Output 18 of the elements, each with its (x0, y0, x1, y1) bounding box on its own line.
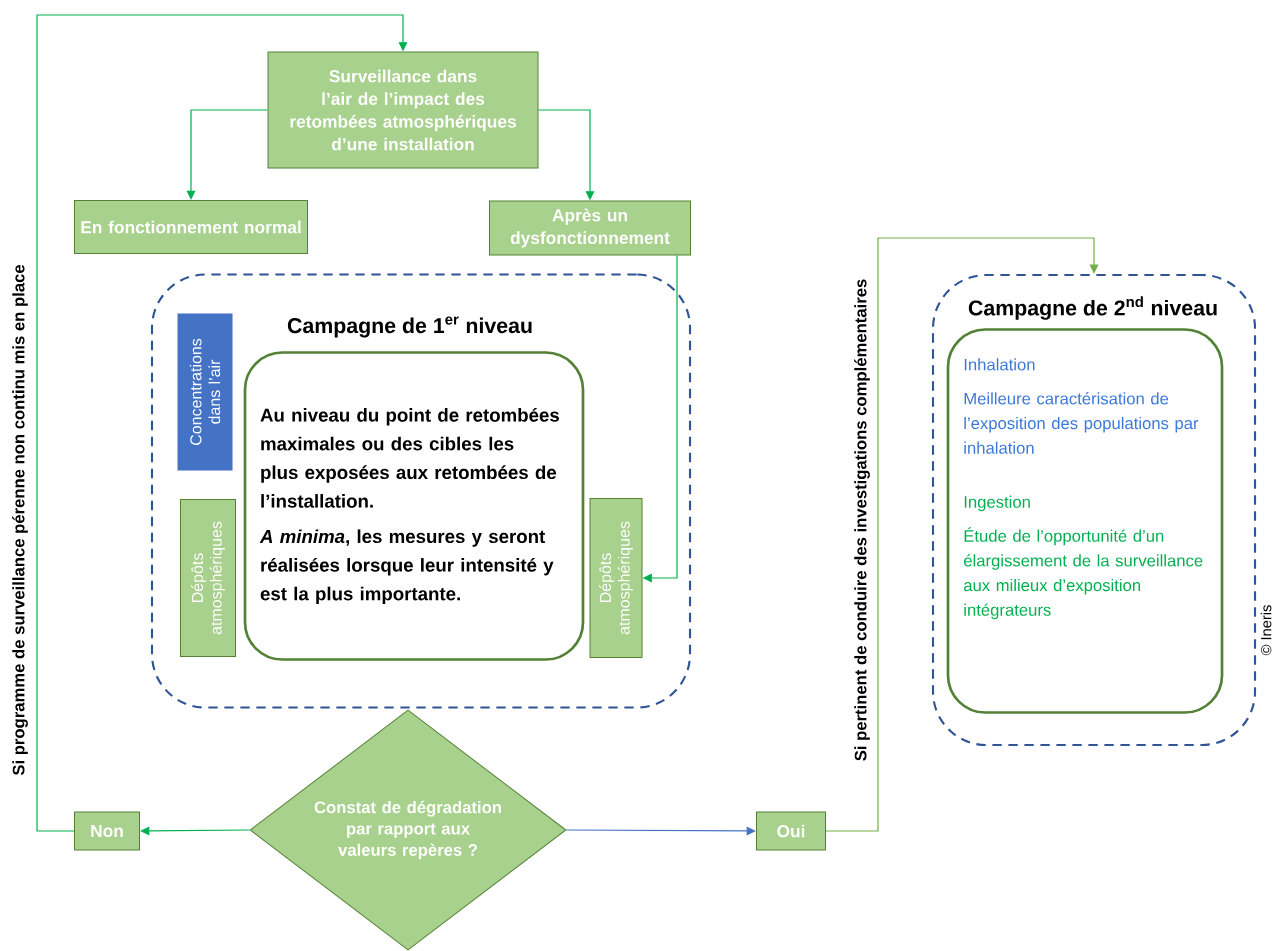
measure-box: Dépôts atmosphériques (589, 498, 643, 658)
process-box: Oui (756, 811, 826, 851)
arrow (140, 826, 251, 836)
copyright-note: © Ineris (1260, 605, 1272, 656)
process-box: Non (74, 811, 140, 851)
arrow (186, 109, 269, 200)
measure-box: Concentrations dans l’air (177, 313, 233, 471)
arrow (565, 826, 756, 836)
process-box: Surveillance dans l’air de l’impact des retombées atmosphériques d’une installation (267, 51, 539, 169)
edge-label: Si programme de surveillance pérenne non continu mis en place (12, 264, 28, 776)
measure-box: Dépôts atmosphériques (180, 499, 236, 657)
process-box: En fonctionnement normal (74, 200, 308, 254)
arrow (36, 14, 408, 832)
text-panel: Au niveau du point de retombées maximales ou des cibles les plus exposées aux retombées de l’installation. A minima, les mesures y seront réalisées lorsque leur intensité y est la plus importante. (243, 351, 585, 661)
text-panel: Inhalation Meilleure caractérisation de l’exposition des populations par inhalation Ingestion Étude de l’opportunité d’un élargissement de la surveillance aux milieux d’exposition intégrateurs (946, 328, 1224, 714)
arrow (825, 237, 1099, 832)
edge-label: Si pertinent de conduire des investigations complémentaires (854, 279, 870, 761)
process-box: Après un dysfonctionnement (489, 200, 691, 256)
